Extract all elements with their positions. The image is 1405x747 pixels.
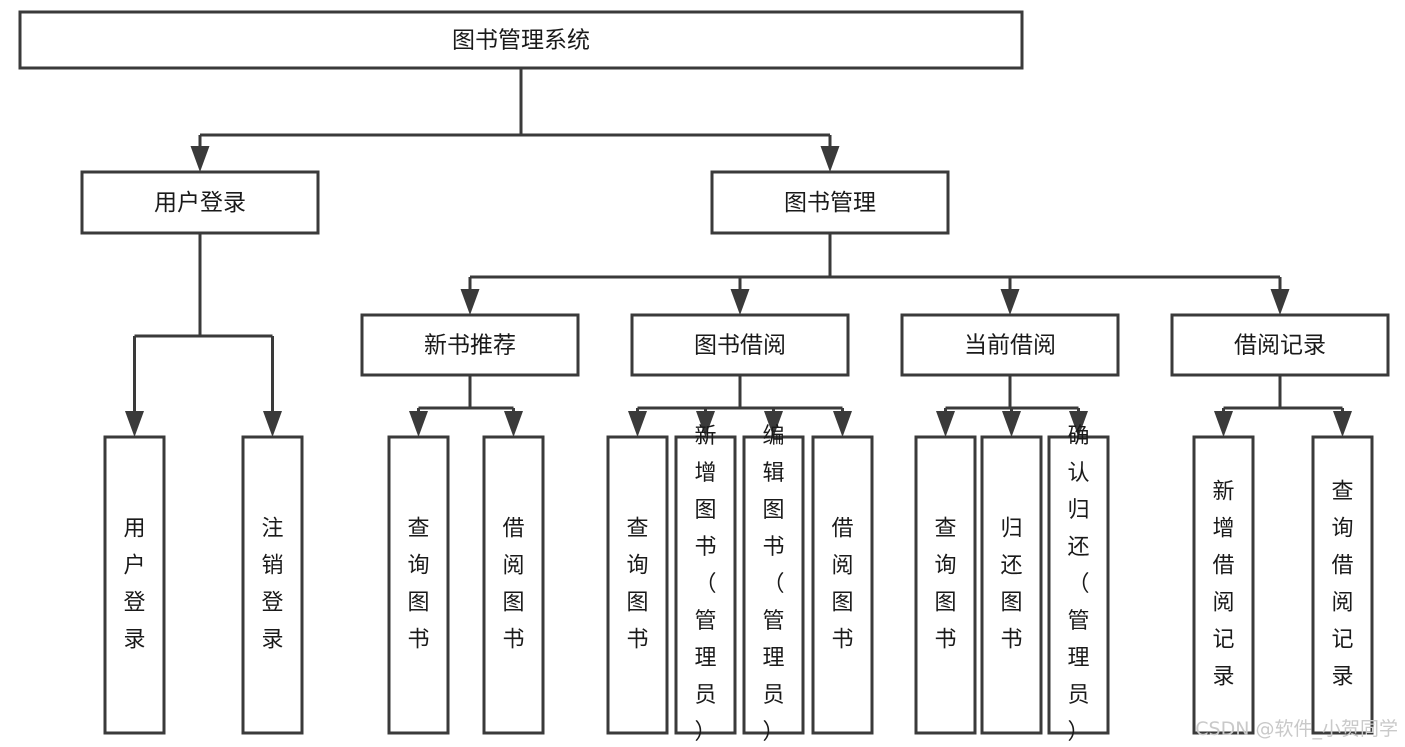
connector-group-user-login	[125, 233, 282, 437]
node-label-leaf-borrow-book-2: 借阅图书	[831, 517, 853, 653]
connector-group-book-manage	[460, 233, 1290, 315]
node-label-new-book-recommend: 新书推荐	[424, 333, 516, 359]
node-box-book-manage[interactable]	[710, 170, 950, 235]
node-label-borrow-record: 借阅记录	[1234, 333, 1326, 359]
node-leaf-logout-login[interactable]: 注销登录	[241, 435, 304, 735]
node-current-borrow[interactable]: 当前借阅	[900, 313, 1120, 377]
arrowhead-icon	[409, 411, 428, 437]
node-box-current-borrow[interactable]	[900, 313, 1120, 377]
node-box-book-borrow[interactable]	[630, 313, 850, 377]
node-box-root[interactable]	[18, 10, 1024, 70]
arrowhead-icon	[1270, 289, 1290, 315]
node-user-login[interactable]: 用户登录	[80, 170, 320, 235]
node-leaf-query-book-3[interactable]: 查询图书	[914, 435, 977, 735]
arrowhead-icon	[125, 411, 144, 437]
node-label-root: 图书管理系统	[452, 28, 590, 54]
node-leaf-user-login[interactable]: 用户登录	[103, 435, 166, 735]
arrowhead-icon	[263, 411, 282, 437]
node-label-leaf-query-book-3: 查询图书	[934, 517, 956, 653]
node-box-leaf-query-book-1[interactable]	[387, 435, 450, 735]
arrowhead-icon	[696, 411, 715, 437]
nodes-layer: 图书管理系统用户登录图书管理新书推荐图书借阅当前借阅借阅记录用户登录注销登录查询…	[18, 10, 1390, 745]
arrowhead-icon	[628, 411, 647, 437]
arrowhead-icon	[1002, 411, 1021, 437]
node-leaf-borrow-book-2[interactable]: 借阅图书	[811, 435, 874, 735]
node-label-leaf-confirm-return-admin: 确认归还（管理员）	[1067, 424, 1089, 745]
node-label-leaf-add-book-admin: 新增图书（管理员）	[694, 424, 716, 745]
node-borrow-record[interactable]: 借阅记录	[1170, 313, 1390, 377]
node-box-leaf-query-book-3[interactable]	[914, 435, 977, 735]
node-box-leaf-user-login[interactable]	[103, 435, 166, 735]
node-box-leaf-query-borrow-record[interactable]	[1311, 435, 1374, 735]
arrowhead-icon	[764, 411, 783, 437]
node-box-leaf-add-book-admin[interactable]	[674, 435, 737, 735]
node-label-leaf-edit-book-admin: 编辑图书（管理员）	[762, 424, 784, 745]
connector-group-new-book-recommend	[409, 375, 523, 437]
node-label-book-manage: 图书管理	[784, 190, 876, 216]
node-leaf-add-borrow-record[interactable]: 新增借阅记录	[1192, 435, 1255, 735]
arrowhead-icon	[1333, 411, 1352, 437]
node-new-book-recommend[interactable]: 新书推荐	[360, 313, 580, 377]
node-label-leaf-add-borrow-record: 新增借阅记录	[1212, 480, 1234, 690]
node-label-leaf-query-book-1: 查询图书	[407, 517, 429, 653]
node-label-leaf-borrow-book-1: 借阅图书	[502, 517, 524, 653]
node-leaf-return-book[interactable]: 归还图书	[980, 435, 1043, 735]
node-box-borrow-record[interactable]	[1170, 313, 1390, 377]
arrowhead-icon	[820, 146, 840, 172]
node-box-leaf-return-book[interactable]	[980, 435, 1043, 735]
node-leaf-confirm-return-admin[interactable]: 确认归还（管理员）	[1047, 424, 1110, 745]
node-leaf-query-borrow-record[interactable]: 查询借阅记录	[1311, 435, 1374, 735]
node-box-leaf-borrow-book-1[interactable]	[482, 435, 545, 735]
arrowhead-icon	[504, 411, 523, 437]
csdn-watermark: CSDN @软件_小贺同学	[1195, 718, 1398, 740]
arrowhead-icon	[1069, 411, 1088, 437]
node-box-leaf-add-borrow-record[interactable]	[1192, 435, 1255, 735]
node-box-new-book-recommend[interactable]	[360, 313, 580, 377]
node-book-manage[interactable]: 图书管理	[710, 170, 950, 235]
node-box-leaf-confirm-return-admin[interactable]	[1047, 435, 1110, 735]
node-leaf-add-book-admin[interactable]: 新增图书（管理员）	[674, 424, 737, 745]
node-label-leaf-return-book: 归还图书	[1000, 517, 1022, 653]
node-box-leaf-edit-book-admin[interactable]	[742, 435, 805, 735]
node-box-leaf-query-book-2[interactable]	[606, 435, 669, 735]
node-label-leaf-logout-login: 注销登录	[261, 517, 283, 653]
node-label-leaf-user-login: 用户登录	[123, 517, 145, 653]
node-leaf-edit-book-admin[interactable]: 编辑图书（管理员）	[742, 424, 805, 745]
node-leaf-query-book-2[interactable]: 查询图书	[606, 435, 669, 735]
node-leaf-query-book-1[interactable]: 查询图书	[387, 435, 450, 735]
arrowhead-icon	[1000, 289, 1020, 315]
node-label-leaf-query-borrow-record: 查询借阅记录	[1331, 480, 1353, 690]
arrowhead-icon	[730, 289, 750, 315]
connector-lines-layer	[125, 68, 1352, 437]
node-label-leaf-query-book-2: 查询图书	[626, 517, 648, 653]
connector-group-root	[190, 68, 840, 172]
arrowhead-icon	[936, 411, 955, 437]
node-label-user-login: 用户登录	[154, 190, 246, 216]
node-label-current-borrow: 当前借阅	[964, 333, 1056, 359]
node-leaf-borrow-book-1[interactable]: 借阅图书	[482, 435, 545, 735]
arrowhead-icon	[833, 411, 852, 437]
node-box-leaf-logout-login[interactable]	[241, 435, 304, 735]
arrowhead-icon	[190, 146, 210, 172]
connector-group-book-borrow	[628, 375, 852, 437]
connector-group-borrow-record	[1214, 375, 1352, 437]
arrowhead-icon	[460, 289, 480, 315]
connector-group-current-borrow	[936, 375, 1088, 437]
node-book-borrow[interactable]: 图书借阅	[630, 313, 850, 377]
node-root[interactable]: 图书管理系统	[18, 10, 1024, 70]
node-box-user-login[interactable]	[80, 170, 320, 235]
node-box-leaf-borrow-book-2[interactable]	[811, 435, 874, 735]
arrowhead-icon	[1214, 411, 1233, 437]
node-label-book-borrow: 图书借阅	[694, 333, 786, 359]
